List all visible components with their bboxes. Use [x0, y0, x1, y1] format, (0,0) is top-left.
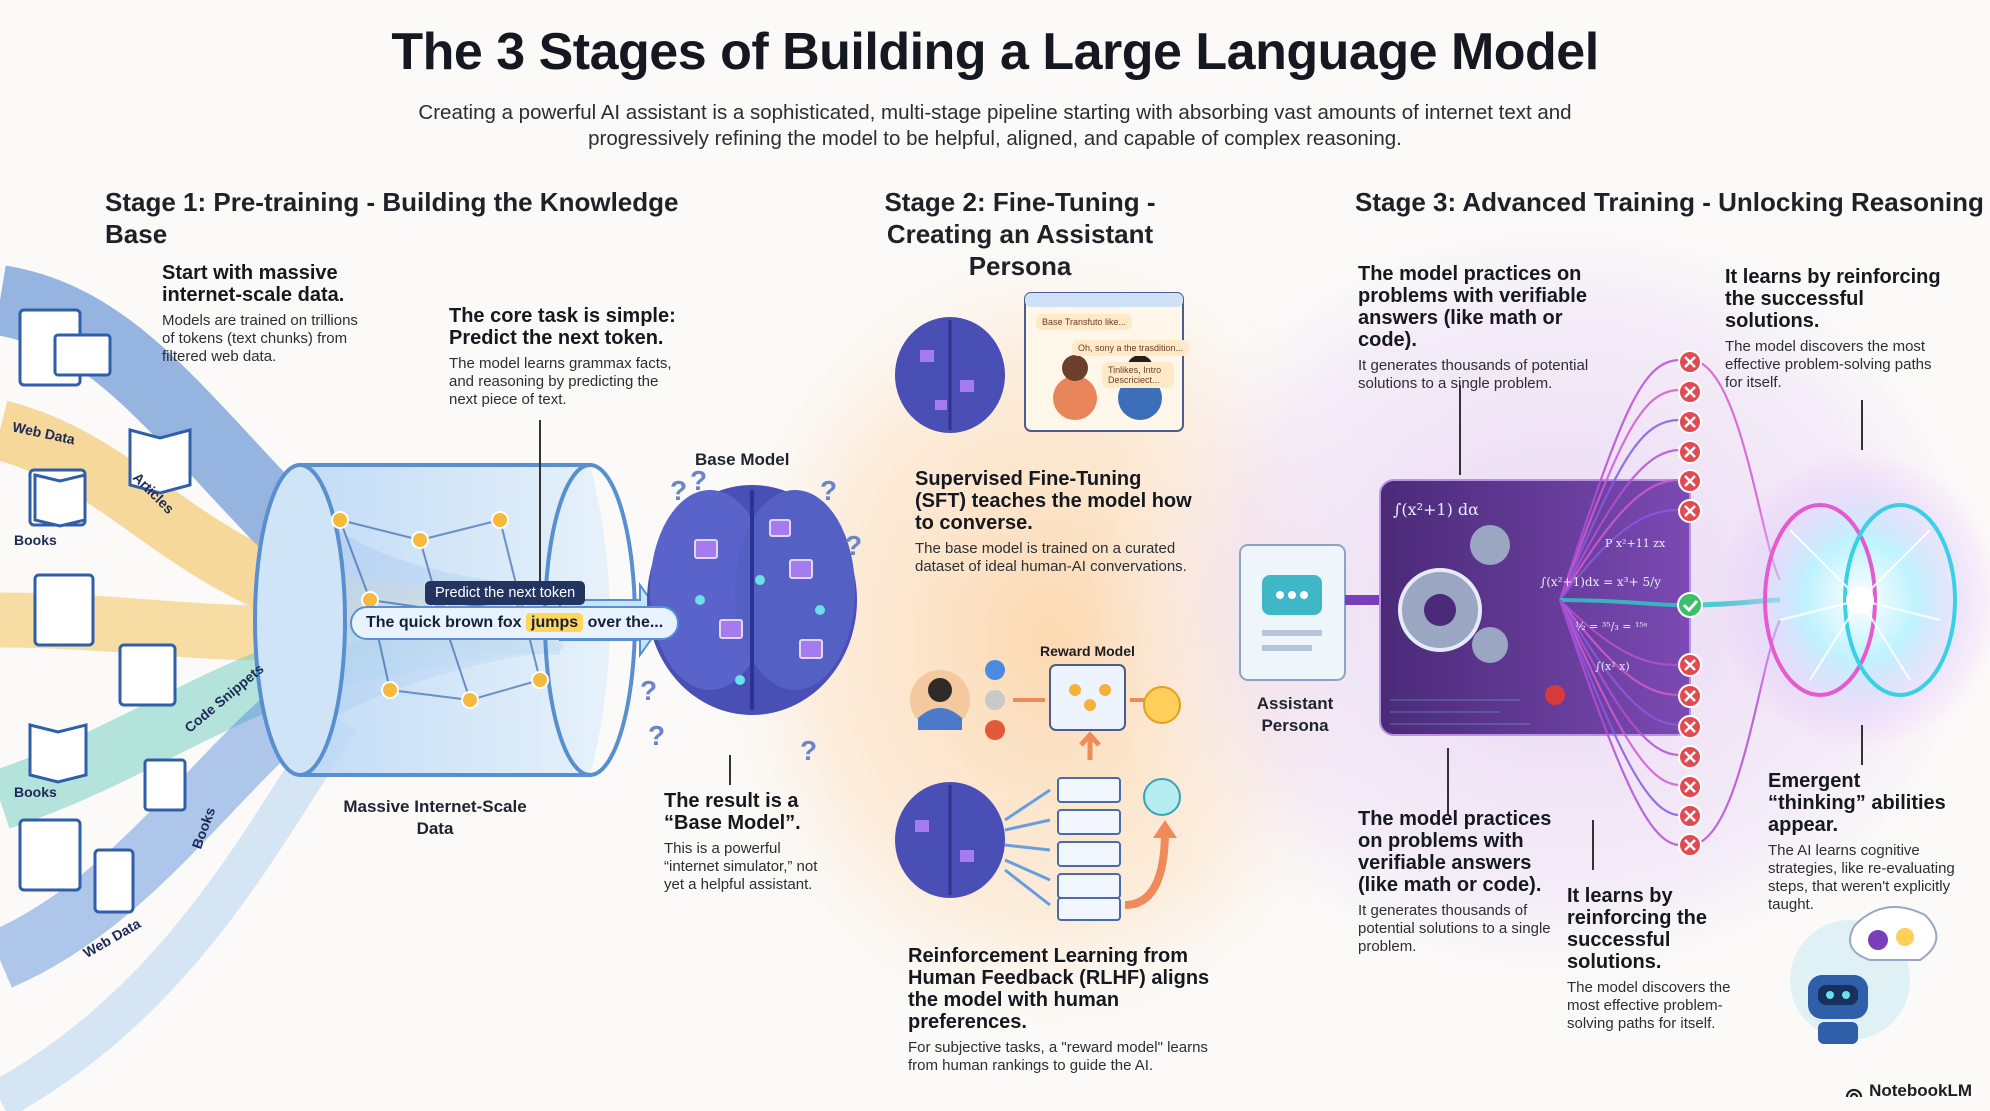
stage1-task-heading: The core task is simple: Predict the nex… [449, 305, 676, 349]
stage3-reinforce-callout: It learns by reinforcing the successful … [1725, 266, 1945, 392]
assistant-persona-label: Assistant Persona [1256, 694, 1334, 735]
math-line-3: ∫(x²+1)dx = x³+ 5/y [1540, 575, 1661, 589]
stage1-data-heading: Start with massive internet-scale data. [162, 262, 345, 306]
stage3-reinforce-heading: It learns by reinforcing the successful … [1725, 266, 1941, 332]
reward-model-label: Reward Model [1040, 643, 1135, 659]
emergent-heading: Emergent “thinking” abilities appear. [1768, 770, 1946, 836]
sentence-after: over the... [587, 614, 664, 631]
stage3-practice-callout: The model practices on problems with ver… [1358, 263, 1618, 393]
notebooklm-logo: NotebookLM [1845, 1081, 1972, 1101]
stage3-reinforce-heading-2: It learns by reinforcing the successful … [1567, 885, 1708, 973]
base-model-callout: The result is a “Base Model”. This is a … [664, 790, 834, 894]
stage3-practice-heading-2: The model practices on problems with ver… [1358, 808, 1552, 896]
stage1-task-text: The model learns grammax facts, and reas… [449, 355, 672, 408]
sft-heading: Supervised Fine-Tuning (SFT) teaches the… [915, 468, 1192, 534]
stage1-title: Stage 1: Pre-training - Building the Kno… [105, 187, 679, 249]
brand-text: NotebookLM [1869, 1081, 1972, 1100]
massive-data-label: Massive Internet-Scale Data [343, 797, 527, 838]
page-title: The 3 Stages of Building a Large Languag… [391, 23, 1599, 81]
svg-text:?: ? [640, 675, 657, 706]
base-model-label: Base Model [695, 450, 790, 469]
sentence-before: The quick brown fox [366, 614, 522, 631]
svg-text:?: ? [690, 465, 707, 496]
sentence-highlight: jumps [526, 613, 584, 632]
rlhf-diagram [895, 660, 1181, 921]
chat-line-2: Oh, sony a the trasdition... [1072, 340, 1190, 356]
emergent-callout: Emergent “thinking” abilities appear. Th… [1768, 770, 1958, 914]
sft-text: The base model is trained on a curated d… [915, 540, 1187, 575]
math-line-1: ∫(x²+1) dα [1393, 500, 1479, 519]
stage1-data-callout: Start with massive internet-scale data. … [162, 262, 372, 366]
sft-callout: Supervised Fine-Tuning (SFT) teaches the… [915, 468, 1195, 576]
chat-line-3: Tinlikes, Intro Descriciect... [1102, 362, 1174, 388]
rlhf-text: For subjective tasks, a "reward model" l… [908, 1039, 1208, 1074]
math-line-2: P x²+11 zx [1605, 537, 1666, 550]
stage3-practice-callout-2: The model practices on problems with ver… [1358, 808, 1558, 956]
sft-brain [895, 317, 1005, 433]
rlhf-heading: Reinforcement Learning from Human Feedba… [908, 945, 1210, 1033]
stage3-practice-text-2: It generates thousands of potential solu… [1358, 902, 1551, 955]
svg-text:?: ? [820, 475, 837, 506]
notebooklm-icon [1845, 1088, 1863, 1098]
svg-text:?: ? [648, 720, 665, 751]
stage1-task-callout: The core task is simple: Predict the nex… [449, 305, 689, 409]
stage3-reinforce-callout-2: It learns by reinforcing the successful … [1567, 885, 1737, 1033]
base-model-brain [647, 485, 857, 785]
svg-text:?: ? [670, 475, 687, 506]
reasoning-panel [1379, 479, 1691, 736]
chat-line-1: Base Transfuto like... [1036, 314, 1133, 330]
reasoning-brain [1720, 450, 1990, 750]
base-model-heading: The result is a “Base Model”. [664, 790, 801, 834]
stage3-practice-text: It generates thousands of potential solu… [1358, 357, 1589, 392]
svg-text:?: ? [845, 530, 862, 561]
stage3-reinforce-text-2: The model discovers the most effective p… [1567, 979, 1731, 1032]
success-mark [1677, 592, 1703, 618]
stream-label-books: Books [14, 532, 57, 548]
emergent-text: The AI learns cognitive strategies, like… [1768, 842, 1955, 913]
svg-text:?: ? [800, 735, 817, 766]
math-line-5: ∫(x² x) [1595, 660, 1630, 673]
rlhf-callout: Reinforcement Learning from Human Feedba… [908, 945, 1228, 1075]
base-model-text: This is a powerful “internet simulator,”… [664, 840, 818, 893]
stage2-title: Stage 2: Fine-Tuning - Creating an Assis… [884, 187, 1156, 281]
stream-label-books-2: Books [14, 784, 57, 800]
page-subtitle: Creating a powerful AI assistant is a so… [418, 101, 1572, 150]
math-line-4: ½ = ³⁵/₃ = ¹⁵ˢ [1575, 620, 1648, 633]
stage1-data-text: Models are trained on trillions of token… [162, 312, 358, 365]
sentence-pill: The quick brown fox jumps over the... [350, 606, 680, 640]
stage3-title: Stage 3: Advanced Training - Unlocking R… [1355, 187, 1984, 217]
assistant-persona-card [1239, 544, 1380, 681]
predict-token-tag: Predict the next token [425, 581, 586, 605]
robot-icon [1790, 906, 1938, 1044]
stage3-practice-heading: The model practices on problems with ver… [1358, 263, 1587, 351]
stage3-reinforce-text: The model discovers the most effective p… [1725, 338, 1932, 391]
